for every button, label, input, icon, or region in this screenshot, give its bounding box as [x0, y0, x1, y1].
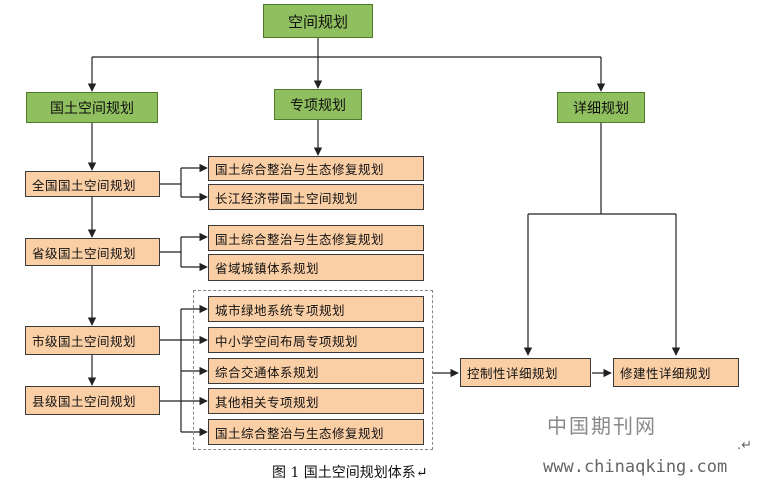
level-country: 全国国土空间规划 [25, 171, 160, 197]
detail-construction: 修建性详细规划 [613, 358, 739, 387]
watermark-url: www.chinaqking.com [543, 457, 728, 477]
root-node: 空间规划 [263, 4, 373, 38]
special-city-county-item: 城市绿地系统专项规划 [208, 296, 424, 322]
special-province-item: 国土综合整治与生态修复规划 [208, 225, 424, 251]
figure-caption: 图 1 国土空间规划体系↵ [272, 465, 428, 481]
special-city-county-item: 国土综合整治与生态修复规划 [208, 419, 424, 445]
paragraph-mark: .↵ [737, 438, 753, 453]
special-city-county-item: 中小学空间布局专项规划 [208, 327, 424, 353]
level-city: 市级国土空间规划 [25, 326, 160, 355]
category-detailed: 详细规划 [557, 92, 645, 123]
watermark-name: 中国期刊网 [547, 414, 657, 438]
level-county: 县级国土空间规划 [25, 386, 160, 415]
level-province: 省级国土空间规划 [25, 238, 160, 266]
special-province-item: 省域城镇体系规划 [208, 254, 424, 281]
special-city-county-item: 综合交通体系规划 [208, 358, 424, 384]
category-national: 国土空间规划 [26, 92, 158, 123]
special-plans-group-border [193, 290, 433, 450]
special-country-item: 国土综合整治与生态修复规划 [208, 156, 424, 181]
special-country-item: 长江经济带国土空间规划 [208, 184, 424, 210]
special-city-county-item: 其他相关专项规划 [208, 388, 424, 414]
category-special: 专项规划 [274, 89, 362, 120]
detail-control: 控制性详细规划 [460, 358, 591, 387]
